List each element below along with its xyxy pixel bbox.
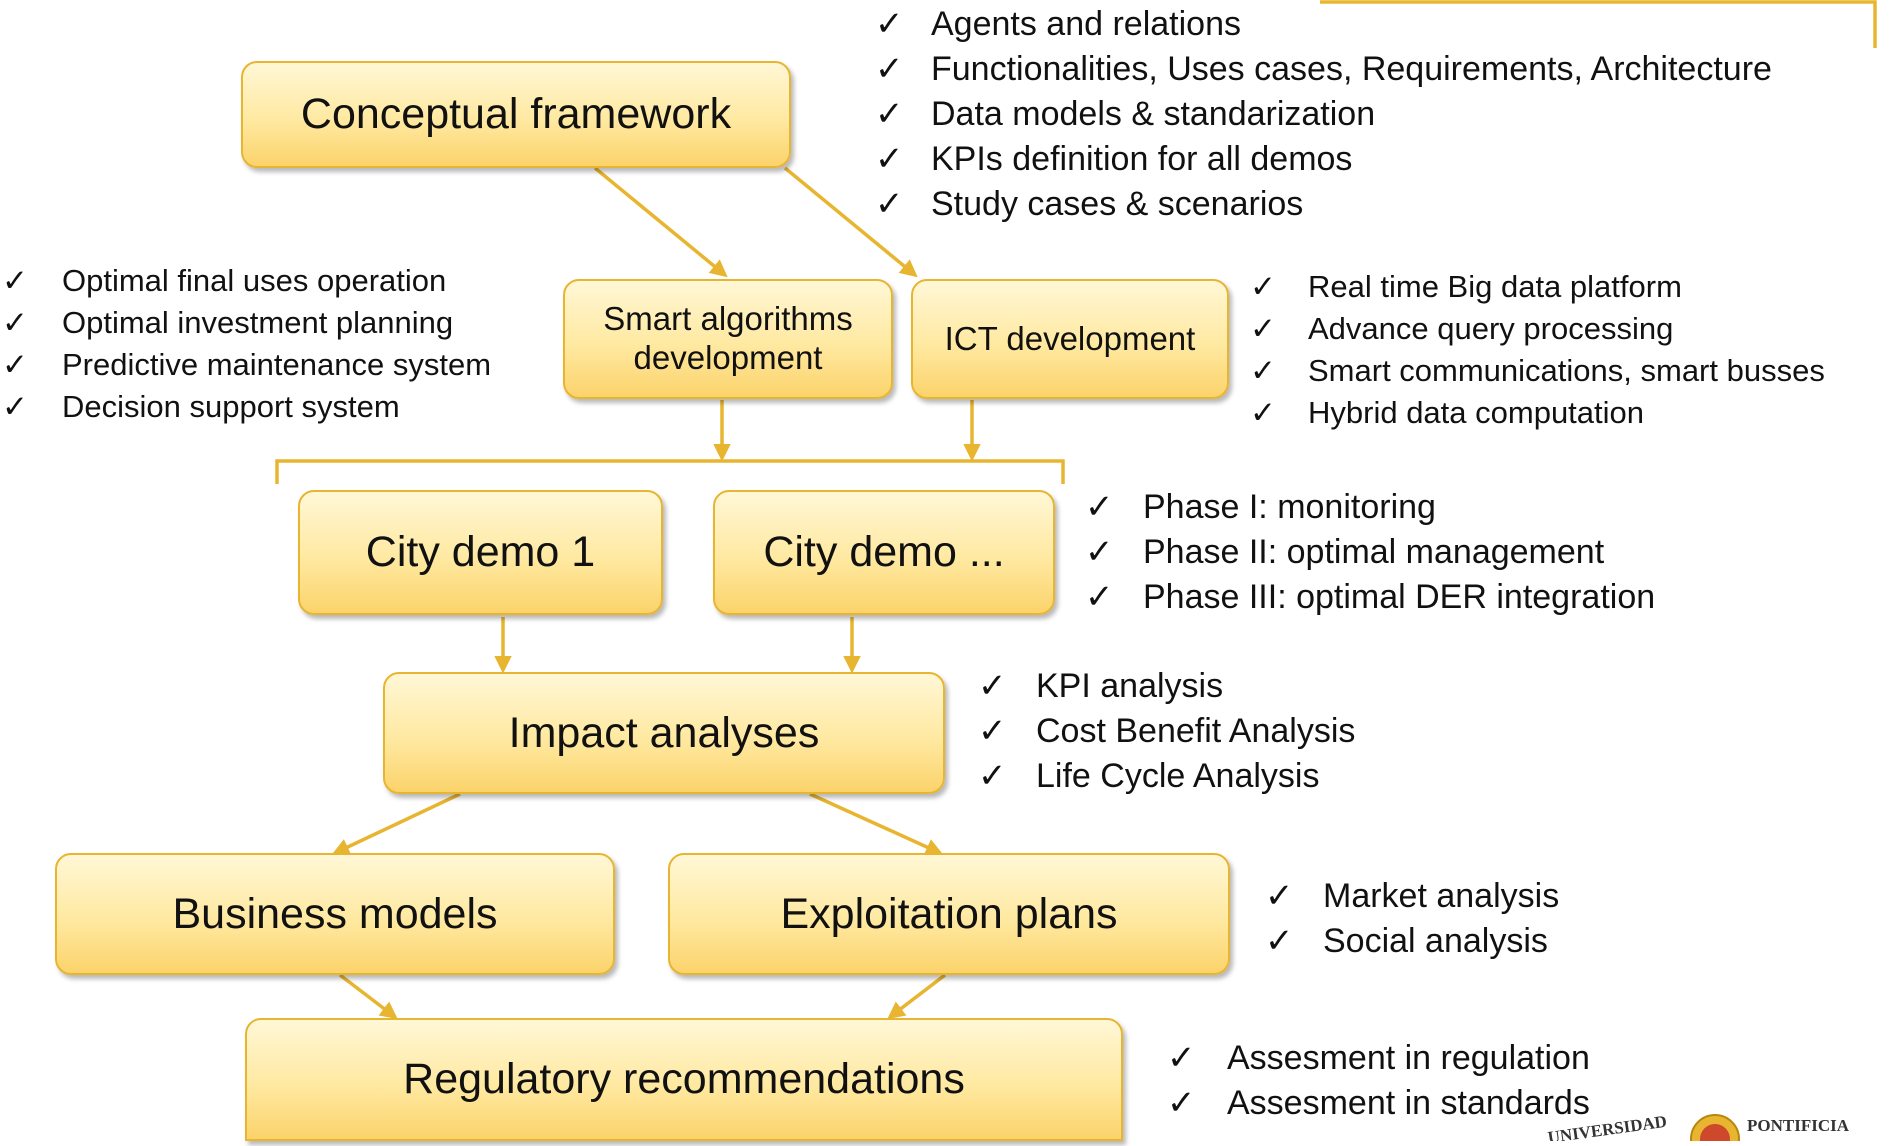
check-icon: ✓ (1250, 311, 1276, 346)
check-icon: ✓ (2, 389, 28, 424)
list-item: ✓KPI analysis (978, 664, 1355, 709)
check-icon: ✓ (1265, 877, 1294, 915)
list-item: ✓Assesment in regulation (1167, 1036, 1590, 1081)
check-icon: ✓ (1250, 353, 1276, 388)
demo-bracket (275, 459, 1065, 484)
list-item: ✓Advance query processing (1250, 308, 1825, 350)
list-item: ✓Life Cycle Analysis (978, 754, 1355, 799)
list-item: ✓Study cases & scenarios (875, 182, 1772, 227)
conceptual-framework-label: Conceptual framework (300, 90, 732, 139)
conceptual-checklist: ✓Agents and relations ✓Functionalities, … (875, 2, 1772, 227)
arrow-business-to-regulatory (338, 973, 398, 1020)
check-icon: ✓ (1085, 578, 1114, 616)
arrow-conceptual-to-algorithms (593, 166, 728, 278)
check-icon: ✓ (978, 667, 1007, 705)
regulatory-recommendations-label: Regulatory recommendations (403, 1055, 965, 1104)
list-item: ✓Social analysis (1265, 919, 1559, 964)
check-icon: ✓ (1250, 395, 1276, 430)
ict-development-label: ICT development (944, 319, 1196, 357)
smart-algorithms-box: Smart algorithms development (563, 279, 893, 399)
ict-development-box: ICT development (911, 279, 1229, 399)
list-item: ✓Optimal investment planning (2, 302, 491, 344)
logo-right-text: PONTIFICIA (1747, 1116, 1850, 1135)
city-demo-1-label: City demo 1 (365, 528, 596, 577)
list-item: ✓Assesment in standards (1167, 1081, 1590, 1126)
exploitation-plans-label: Exploitation plans (780, 889, 1118, 938)
conceptual-framework-box: Conceptual framework (241, 61, 791, 168)
check-icon: ✓ (875, 50, 904, 88)
arrow-conceptual-to-ict (783, 166, 918, 278)
list-item: ✓Predictive maintenance system (2, 344, 491, 386)
check-icon: ✓ (875, 140, 904, 178)
check-icon: ✓ (875, 5, 904, 43)
check-icon: ✓ (1265, 922, 1294, 960)
logo-seal (1690, 1114, 1740, 1146)
arrow-exploitation-to-regulatory (887, 973, 947, 1020)
check-icon: ✓ (2, 347, 28, 382)
list-item: ✓Real time Big data platform (1250, 266, 1825, 308)
list-item: ✓Functionalities, Uses cases, Requiremen… (875, 47, 1772, 92)
check-icon: ✓ (875, 185, 904, 223)
list-item: ✓Hybrid data computation (1250, 392, 1825, 434)
check-icon: ✓ (2, 305, 28, 340)
exploitation-checklist: ✓Market analysis ✓Social analysis (1265, 874, 1559, 964)
check-icon: ✓ (978, 757, 1007, 795)
check-icon: ✓ (1167, 1039, 1196, 1077)
list-item: ✓Smart communications, smart busses (1250, 350, 1825, 392)
arrow-impact-to-business (331, 792, 461, 855)
impact-analyses-label: Impact analyses (508, 708, 820, 757)
list-item: ✓Decision support system (2, 386, 491, 428)
list-item: ✓Phase II: optimal management (1085, 530, 1655, 575)
university-logo: UNIVERSIDAD PONTIFICIA (1540, 1105, 1893, 1146)
smart-algorithms-label: Smart algorithms development (603, 300, 853, 376)
regulatory-recommendations-box: Regulatory recommendations (245, 1018, 1123, 1141)
list-item: ✓Cost Benefit Analysis (978, 709, 1355, 754)
check-icon: ✓ (2, 263, 28, 298)
regulatory-checklist: ✓Assesment in regulation ✓Assesment in s… (1167, 1036, 1590, 1126)
city-demo-1-box: City demo 1 (298, 490, 663, 615)
city-demo-n-box: City demo ... (713, 490, 1055, 615)
check-icon: ✓ (875, 95, 904, 133)
list-item: ✓Phase III: optimal DER integration (1085, 575, 1655, 620)
demos-checklist: ✓Phase I: monitoring ✓Phase II: optimal … (1085, 485, 1655, 620)
check-icon: ✓ (978, 712, 1007, 750)
list-item: ✓Phase I: monitoring (1085, 485, 1655, 530)
check-icon: ✓ (1167, 1084, 1196, 1122)
impact-analyses-box: Impact analyses (383, 672, 945, 794)
top-right-frame (1320, 0, 1877, 48)
arrow-impact-to-exploitation (809, 792, 944, 856)
check-icon: ✓ (1250, 269, 1276, 304)
list-item: ✓Optimal final uses operation (2, 260, 491, 302)
check-icon: ✓ (1085, 533, 1114, 571)
exploitation-plans-box: Exploitation plans (668, 853, 1230, 975)
business-models-label: Business models (172, 889, 498, 938)
ict-checklist: ✓Real time Big data platform ✓Advance qu… (1250, 266, 1825, 434)
list-item: ✓KPIs definition for all demos (875, 137, 1772, 182)
check-icon: ✓ (1085, 488, 1114, 526)
list-item: ✓Data models & standarization (875, 92, 1772, 137)
impact-checklist: ✓KPI analysis ✓Cost Benefit Analysis ✓Li… (978, 664, 1355, 799)
logo-left-text: UNIVERSIDAD (1547, 1112, 1668, 1141)
list-item: ✓Agents and relations (875, 2, 1772, 47)
city-demo-n-label: City demo ... (763, 528, 1005, 577)
list-item: ✓Market analysis (1265, 874, 1559, 919)
business-models-box: Business models (55, 853, 615, 975)
algorithms-checklist: ✓Optimal final uses operation ✓Optimal i… (2, 260, 491, 428)
